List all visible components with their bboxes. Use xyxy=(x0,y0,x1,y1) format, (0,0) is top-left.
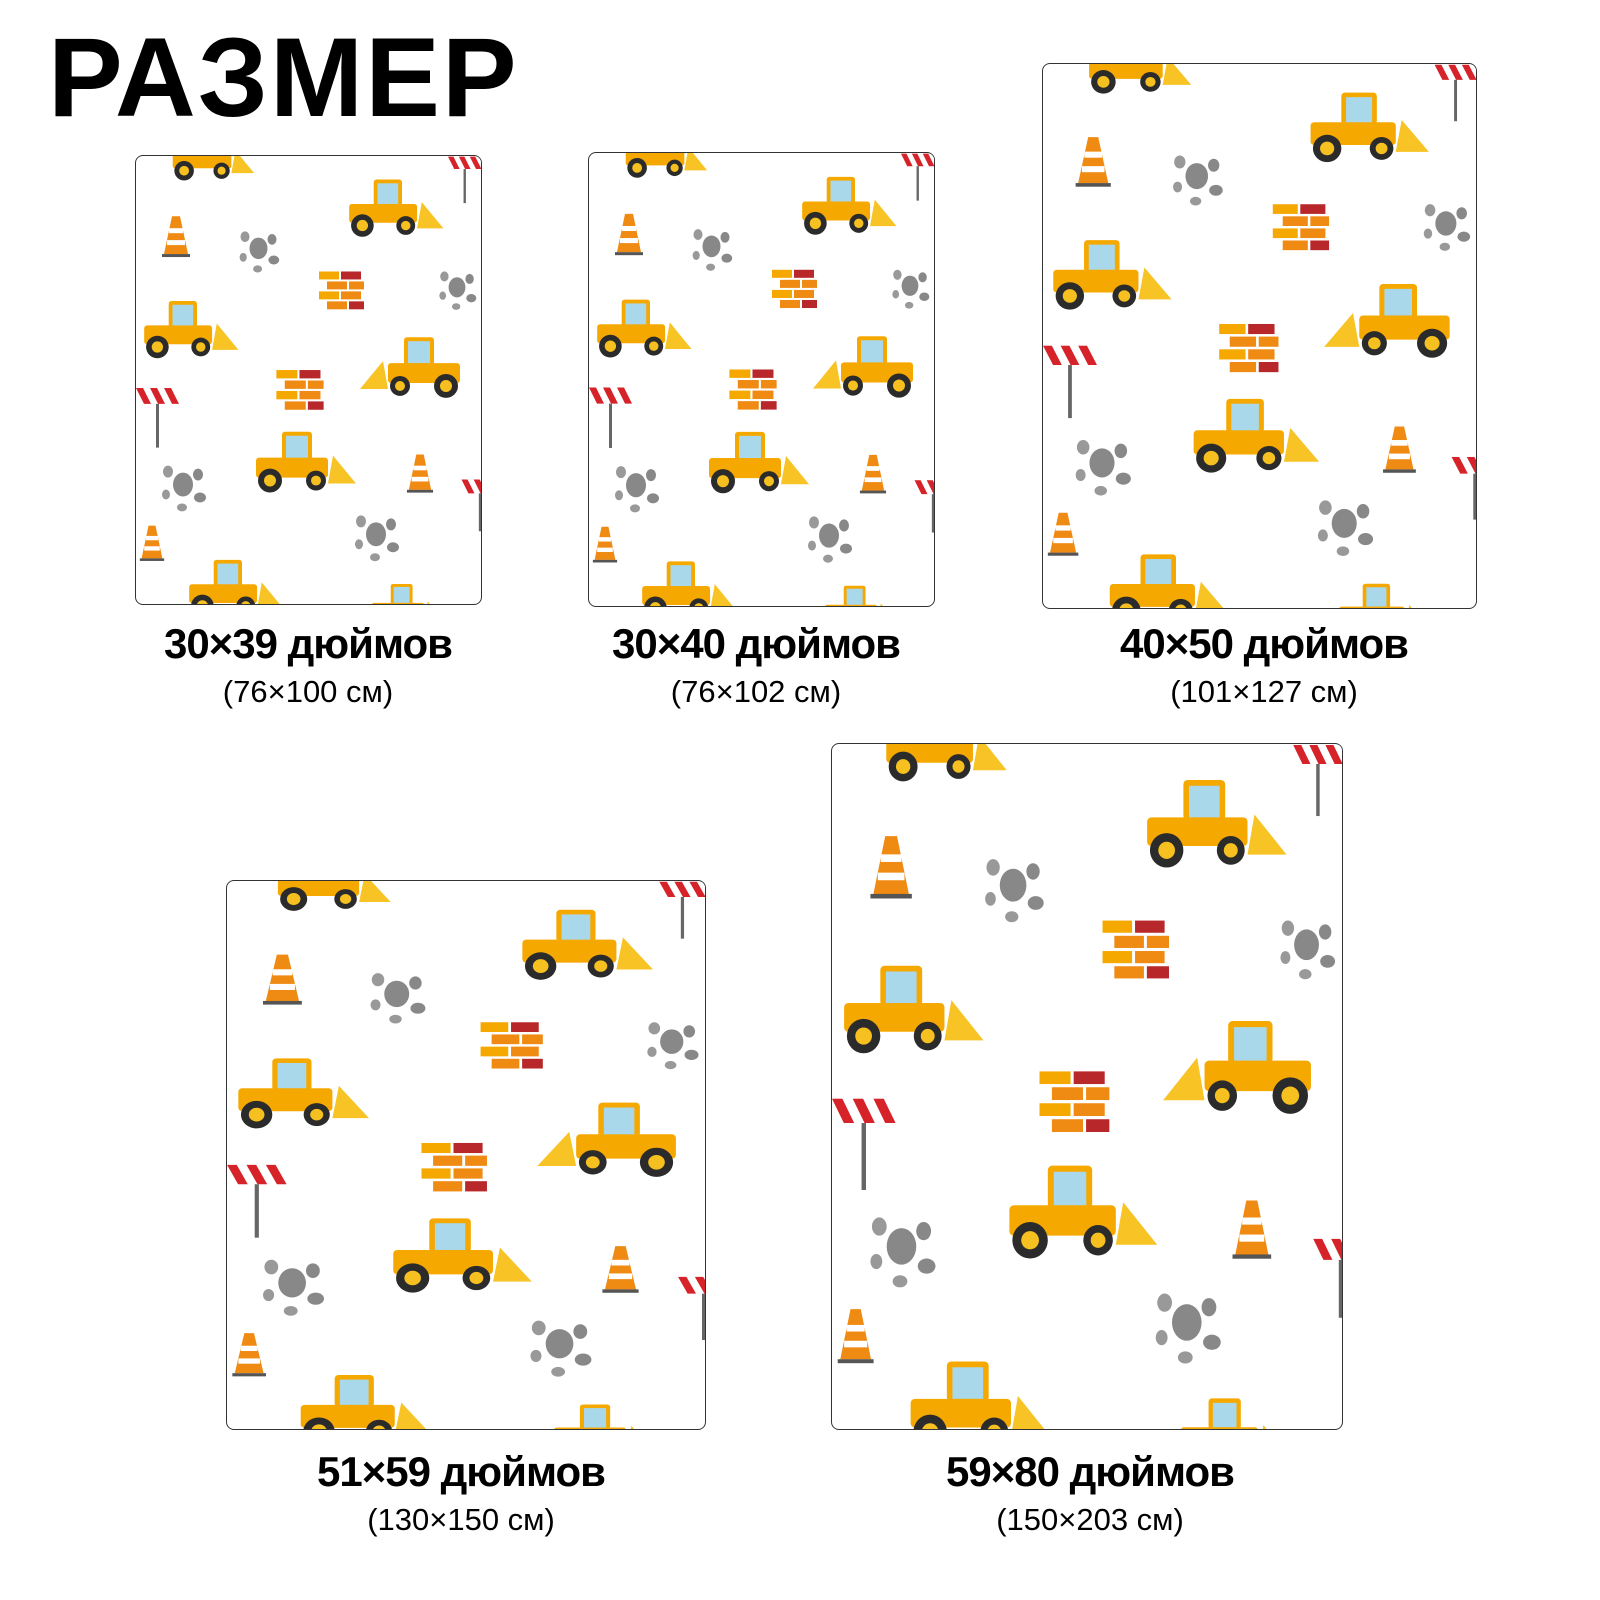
size-label-1: 30×39 дюймов (76×100 см) xyxy=(98,620,518,710)
blanket-image-5 xyxy=(831,743,1343,1430)
size-cm: (76×100 см) xyxy=(222,674,394,709)
size-label-3: 40×50 дюймов (101×127 см) xyxy=(1054,620,1474,710)
blanket-image-2 xyxy=(588,152,935,607)
blanket-image-1 xyxy=(135,155,482,605)
page-title: РАЗМЕР xyxy=(48,15,519,140)
size-cm: (76×102 см) xyxy=(670,674,842,709)
blanket-image-3 xyxy=(1042,63,1477,609)
size-inches: 59×80 дюймов xyxy=(946,1448,1235,1495)
size-label-4: 51×59 дюймов (130×150 см) xyxy=(251,1448,671,1538)
size-inches: 30×39 дюймов xyxy=(164,620,453,667)
size-label-2: 30×40 дюймов (76×102 см) xyxy=(546,620,966,710)
blanket-image-4 xyxy=(226,880,706,1430)
size-cm: (130×150 см) xyxy=(367,1502,555,1537)
size-inches: 40×50 дюймов xyxy=(1120,620,1409,667)
size-inches: 30×40 дюймов xyxy=(612,620,901,667)
size-label-5: 59×80 дюймов (150×203 см) xyxy=(880,1448,1300,1538)
size-inches: 51×59 дюймов xyxy=(317,1448,606,1495)
size-cm: (101×127 см) xyxy=(1170,674,1358,709)
size-cm: (150×203 см) xyxy=(996,1502,1184,1537)
